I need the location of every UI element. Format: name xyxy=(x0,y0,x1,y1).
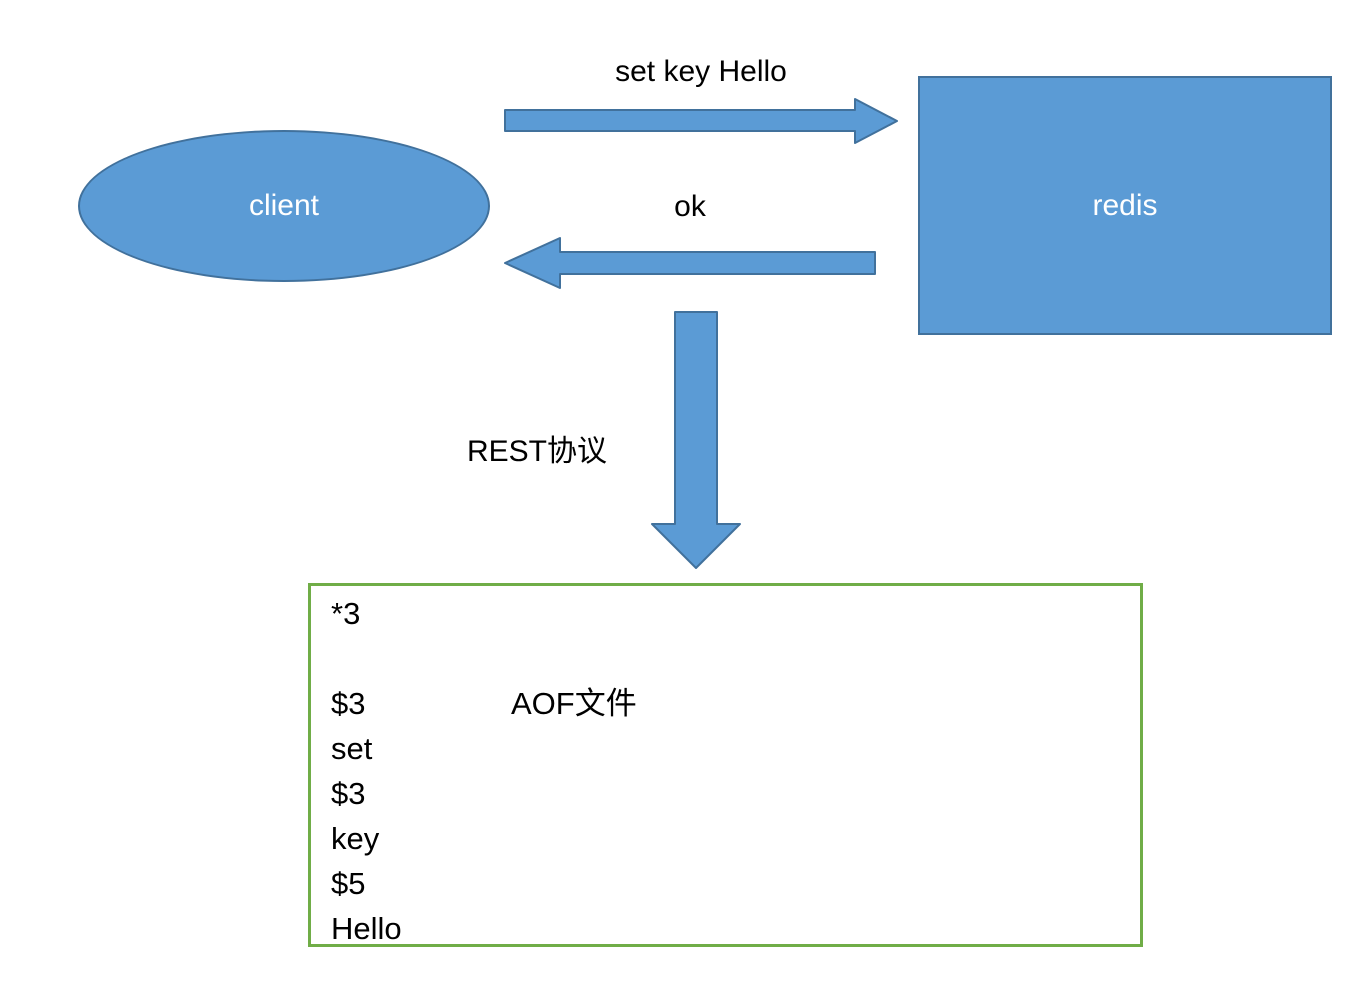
aof-line: $3 xyxy=(331,776,366,811)
aof-line: $5 xyxy=(331,866,366,901)
aof-line: $3 xyxy=(331,686,366,721)
aof-line: set xyxy=(331,731,373,766)
protocol-down-arrow-icon xyxy=(651,311,741,569)
aof-file-lines: *3 $3 set $3 key $5 Hello xyxy=(331,591,402,951)
client-node-label: client xyxy=(248,189,320,222)
request-arrow-icon xyxy=(504,98,898,144)
aof-file-box: *3 $3 set $3 key $5 Hello AOF文件 xyxy=(308,583,1143,947)
client-node: client xyxy=(78,130,490,282)
aof-file-title: AOF文件 xyxy=(511,686,637,721)
response-arrow-label: ok xyxy=(674,190,706,223)
aof-line xyxy=(331,636,402,681)
aof-line: Hello xyxy=(331,911,402,946)
redis-node-label: redis xyxy=(1092,188,1158,222)
protocol-label: REST协议 xyxy=(467,435,608,468)
redis-node: redis xyxy=(918,76,1332,335)
request-arrow-label: set key Hello xyxy=(615,55,787,88)
aof-line: *3 xyxy=(331,596,361,631)
response-arrow-icon xyxy=(504,237,876,289)
aof-line: key xyxy=(331,821,380,856)
